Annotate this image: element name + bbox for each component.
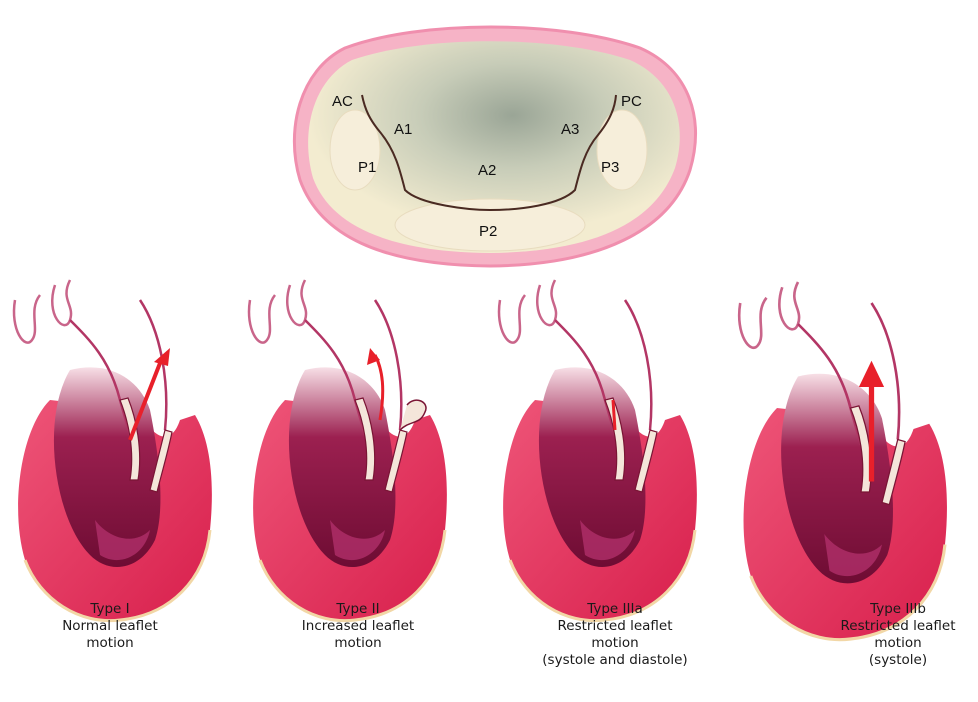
label-a3: A3 [561, 121, 579, 138]
caption-line2: motion [515, 635, 715, 652]
caption-type-i: Type I Normal leaflet motion [25, 601, 195, 652]
caption-type-ii: Type II Increased leaflet motion [268, 601, 448, 652]
caption-type: Type II [268, 601, 448, 618]
caption-line1: Restricted leaflet [515, 618, 715, 635]
label-pc: PC [621, 93, 642, 110]
caption-type-iiib: Type IIIb Restricted leaflet motion (sys… [818, 601, 978, 669]
caption-type: Type IIIb [818, 601, 978, 618]
caption-line3: (systole) [818, 652, 978, 669]
caption-type: Type IIIa [515, 601, 715, 618]
caption-line1: Restricted leaflet [818, 618, 978, 635]
heart-type-ii [249, 280, 447, 621]
heart-type-i [14, 280, 212, 621]
label-p2: P2 [479, 223, 497, 240]
caption-line2: motion [818, 635, 978, 652]
label-ac: AC [332, 93, 353, 110]
label-p3: P3 [601, 159, 619, 176]
caption-line2: motion [25, 635, 195, 652]
regurgitation-arrow [613, 400, 615, 430]
label-a1: A1 [394, 121, 412, 138]
caption-line3: (systole and diastole) [515, 652, 715, 669]
caption-type: Type I [25, 601, 195, 618]
caption-type-iiia: Type IIIa Restricted leaflet motion (sys… [515, 601, 715, 669]
caption-line1: Normal leaflet [25, 618, 195, 635]
heart-type-iiib [739, 282, 947, 640]
label-a2: A2 [478, 162, 496, 179]
caption-line2: motion [268, 635, 448, 652]
heart-type-iiia [499, 280, 697, 621]
label-p1: P1 [358, 159, 376, 176]
mitral-valve-illustration: AC PC A1 A3 P1 A2 P3 P2 [294, 27, 695, 266]
caption-line1: Increased leaflet [268, 618, 448, 635]
